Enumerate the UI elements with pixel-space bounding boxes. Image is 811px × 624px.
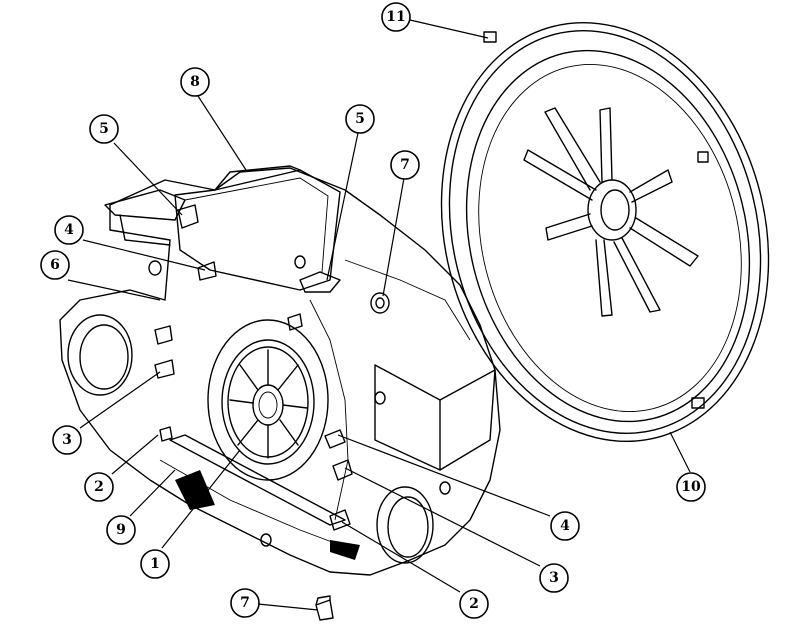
callout-label: 3 [549, 570, 559, 586]
callout-label: 10 [681, 479, 701, 495]
callout-label: 3 [62, 432, 72, 448]
callout-label: 1 [150, 556, 160, 572]
callout-label: 7 [400, 157, 410, 173]
callout-9: 9 [106, 515, 136, 545]
callout-6: 6 [40, 250, 70, 280]
callout-3-left: 3 [52, 425, 82, 455]
callout-label: 4 [560, 518, 570, 534]
callout-5-left: 5 [89, 114, 119, 144]
callout-11: 11 [381, 2, 411, 32]
callout-label: 7 [240, 595, 250, 611]
flywheel-cover-plate [440, 21, 770, 443]
callout-2-right: 2 [459, 589, 489, 619]
callout-1: 1 [140, 549, 170, 579]
callout-label: 5 [355, 111, 365, 127]
callout-label: 2 [94, 479, 104, 495]
callout-label: 6 [50, 257, 60, 273]
callout-2-left: 2 [84, 472, 114, 502]
callout-4-left: 4 [54, 215, 84, 245]
callout-label: 5 [99, 121, 109, 137]
callout-5-right: 5 [345, 104, 375, 134]
callout-7-top: 7 [390, 150, 420, 180]
callout-10: 10 [676, 472, 706, 502]
callout-label: 8 [190, 74, 200, 90]
callout-7-bottom: 7 [230, 588, 260, 618]
callout-3-right: 3 [539, 563, 569, 593]
leader-lines [67, 19, 691, 611]
callout-8: 8 [180, 67, 210, 97]
callout-4-right: 4 [550, 511, 580, 541]
callout-label: 4 [64, 222, 74, 238]
callout-label: 9 [116, 522, 126, 538]
callout-label: 2 [469, 596, 479, 612]
timing-gear-housing [59, 165, 501, 621]
callout-label: 11 [386, 9, 405, 25]
